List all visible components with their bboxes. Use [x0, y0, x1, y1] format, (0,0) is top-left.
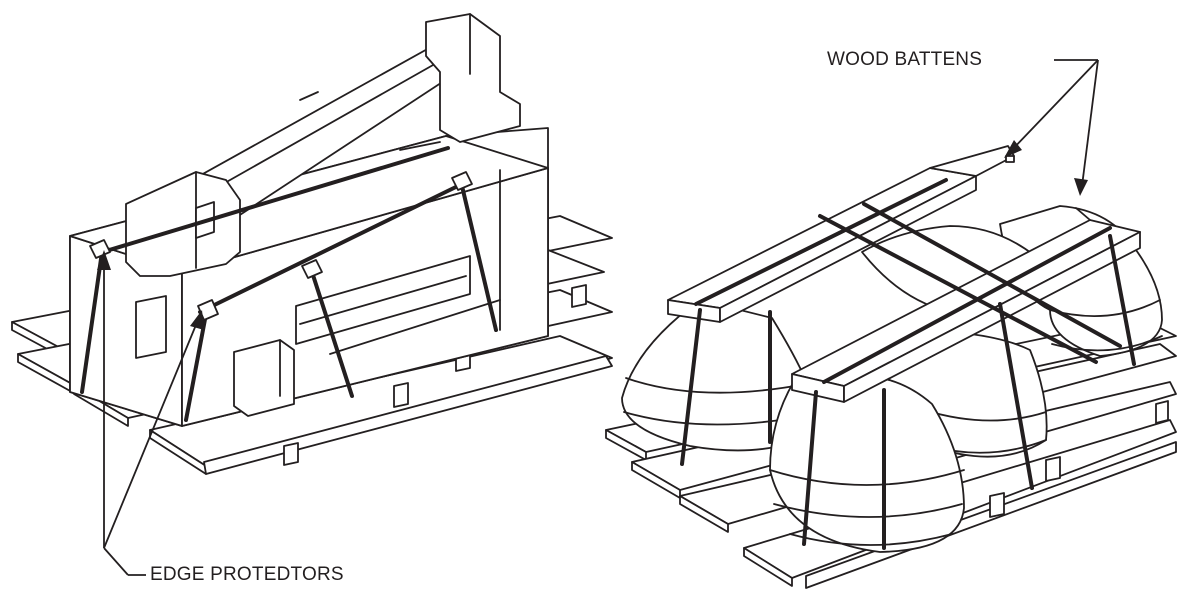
machine-skid-assembly: [11, 13, 613, 475]
label-edge-protectors: EDGE PROTEDTORS: [150, 564, 344, 585]
cone-straps: [680, 178, 1136, 550]
label-wood-battens: WOOD BATTENS: [827, 49, 983, 70]
leader-edge-protectors: [97, 250, 204, 576]
leader-wood-battens: [1004, 59, 1099, 196]
wood-battens: [667, 145, 1141, 403]
cone-skid-assembly: [605, 145, 1177, 589]
edge-protector-marks: [89, 171, 473, 321]
machine-straps: [80, 146, 498, 422]
machine-top-cylinder: [125, 13, 521, 277]
